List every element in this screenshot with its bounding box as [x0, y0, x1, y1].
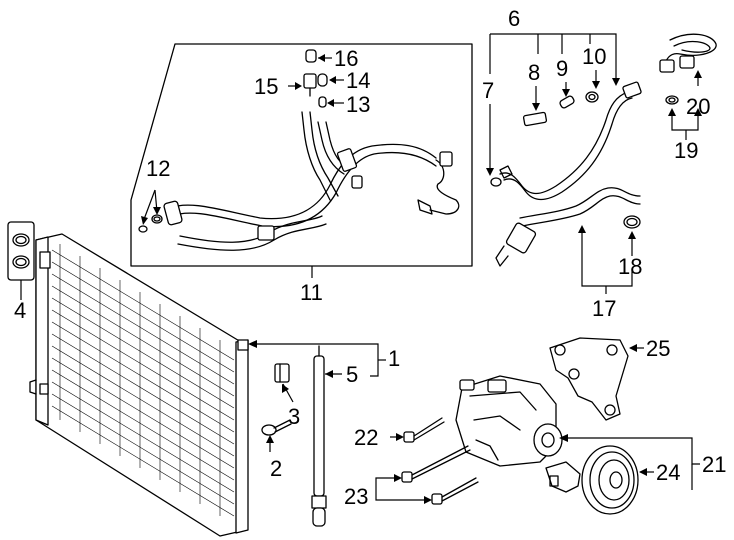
- leader-12: [141, 189, 161, 225]
- bolts-23-drawing: [375, 445, 479, 505]
- callout-12: 12: [146, 156, 171, 181]
- callout-6: 6: [508, 6, 521, 31]
- detail-box-11: [130, 43, 473, 267]
- seal-block-drawing: [7, 221, 35, 292]
- callout-8: 8: [528, 60, 541, 85]
- callout-11: 11: [300, 280, 323, 305]
- drier-5-drawing: [311, 345, 342, 527]
- compressor-drawing: [455, 375, 581, 493]
- clip-3-drawing: [274, 363, 294, 403]
- callout-18: 18: [618, 254, 643, 279]
- callout-25: 25: [646, 336, 671, 361]
- callout-14: 14: [346, 68, 371, 93]
- callout-2: 2: [270, 456, 283, 481]
- bolt-22-drawing: [390, 417, 445, 443]
- callout-3: 3: [288, 404, 301, 429]
- callout-13: 13: [346, 92, 371, 117]
- callout-17: 17: [592, 296, 617, 321]
- bolt-2-drawing: [261, 419, 292, 452]
- callout-23: 23: [344, 484, 369, 509]
- fittings-19-20-drawing: [659, 33, 717, 140]
- leader-1: [248, 340, 386, 377]
- callout-16: 16: [334, 46, 359, 71]
- fittings-13-16-drawing: [288, 49, 344, 108]
- condenser-drawing: [29, 233, 249, 537]
- callout-21: 21: [702, 452, 727, 477]
- hose-17-drawing: [495, 187, 641, 294]
- callout-5: 5: [346, 362, 359, 387]
- hose-11-drawing: [138, 111, 460, 251]
- callout-19: 19: [674, 138, 699, 163]
- leader-21: [559, 434, 700, 490]
- hose-6-drawing: [486, 33, 642, 201]
- callout-24: 24: [656, 460, 681, 485]
- callout-1: 1: [388, 346, 401, 371]
- callout-9: 9: [556, 56, 569, 81]
- callout-22: 22: [354, 425, 379, 450]
- callout-7: 7: [482, 78, 495, 103]
- bracket-25-drawing: [549, 337, 644, 421]
- callout-20: 20: [686, 94, 711, 119]
- callout-10: 10: [582, 44, 607, 69]
- callout-15: 15: [254, 74, 279, 99]
- callout-4: 4: [14, 298, 27, 323]
- clutch-24-drawing: [581, 445, 654, 515]
